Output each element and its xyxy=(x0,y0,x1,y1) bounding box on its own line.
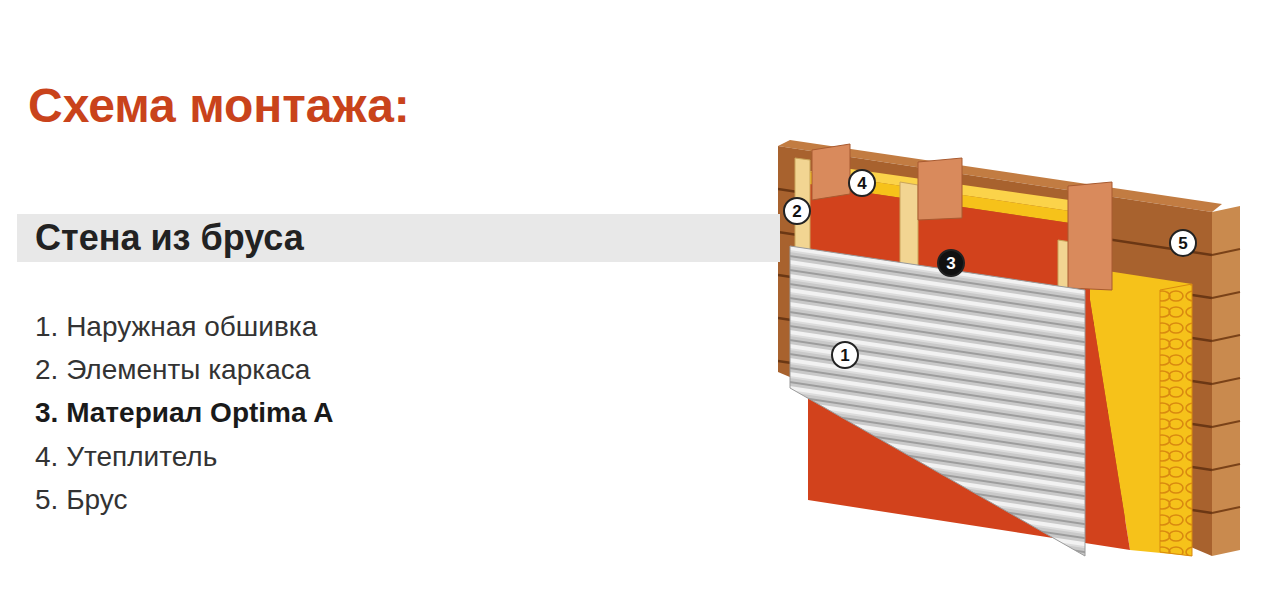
callout-circle: 4 xyxy=(848,169,876,197)
log-end-joints xyxy=(1212,249,1240,513)
insulation-face xyxy=(1160,284,1192,556)
log-ends xyxy=(1212,206,1240,556)
batten xyxy=(812,144,850,200)
legend-item: 4. Утеплитель xyxy=(35,440,217,474)
callout-number: 4 xyxy=(857,175,866,192)
callout-circle: 1 xyxy=(831,341,859,369)
section-band: Стена из бруса xyxy=(17,214,780,262)
log-wall xyxy=(778,146,1212,556)
batten xyxy=(918,158,962,220)
callout-number: 2 xyxy=(792,203,801,220)
callout-circle: 3 xyxy=(937,249,965,277)
band-heading: Стена из бруса xyxy=(35,217,304,259)
legend-item: 1. Наружная обшивка xyxy=(35,310,317,344)
legend-item: 2. Элементы каркаса xyxy=(35,353,310,387)
corrugated-sheet xyxy=(790,246,1085,556)
callout-number: 1 xyxy=(840,347,849,364)
batten xyxy=(1068,182,1112,290)
callout-number: 3 xyxy=(946,255,955,272)
callout-circle: 5 xyxy=(1169,229,1197,257)
frame-stud xyxy=(900,182,918,268)
legend-item: 5. Брус xyxy=(35,483,127,517)
callout-number: 5 xyxy=(1178,235,1187,252)
legend-item: 3. Материал Optima A xyxy=(35,396,334,430)
diagram-title: Схема монтажа: xyxy=(28,78,410,133)
callout-circle: 2 xyxy=(783,197,811,225)
